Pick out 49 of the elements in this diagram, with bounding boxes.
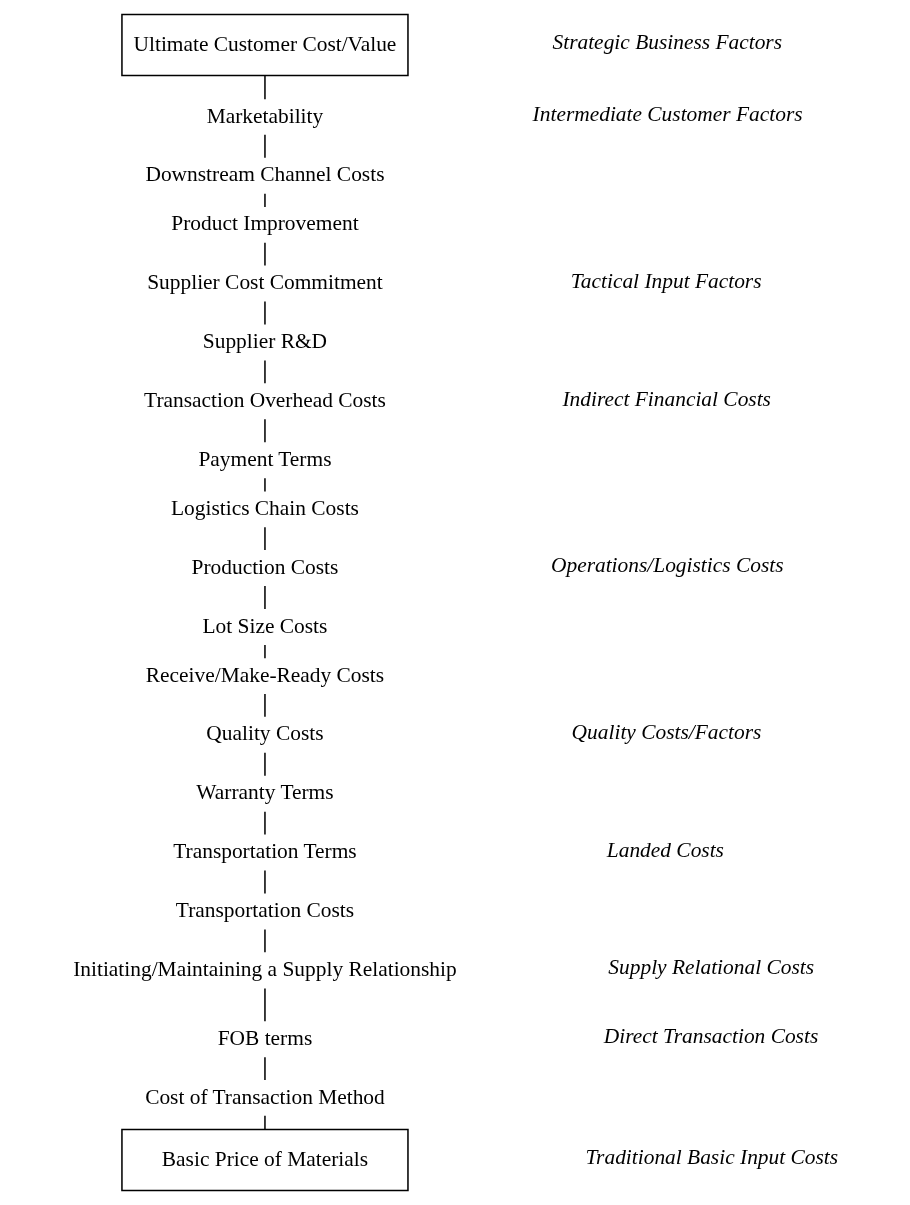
node-box: Ultimate Customer Cost/Value (121, 13, 409, 77)
node-text: Transportation Costs (175, 898, 355, 923)
label: Landed Costs (606, 837, 724, 862)
node-text: FOB terms (217, 1025, 313, 1050)
label: Traditional Basic Input Costs (585, 1145, 839, 1170)
label: Indirect Financial Costs (562, 386, 771, 411)
label: Tactical Input Factors (570, 268, 762, 293)
node-box: Basic Price of Materials (121, 1128, 409, 1192)
connector (264, 526, 266, 551)
node-text: Product Improvement (171, 211, 359, 236)
connector (264, 752, 266, 777)
connector (264, 74, 266, 100)
connector (264, 1114, 266, 1131)
connector (264, 810, 266, 836)
connector (264, 1056, 266, 1081)
label: Direct Transaction Costs (603, 1024, 819, 1049)
connector (264, 869, 266, 895)
node-text: Cost of Transaction Method (145, 1084, 385, 1109)
connector (264, 928, 266, 954)
node-text: Production Costs (191, 554, 339, 579)
node-text: Transportation Terms (173, 839, 357, 864)
connector (264, 300, 266, 326)
connector (264, 987, 266, 1023)
node-text: Quality Costs (206, 721, 324, 746)
label: Intermediate Customer Factors (532, 102, 803, 127)
connector (264, 418, 266, 443)
connector (264, 134, 266, 159)
connector (264, 241, 266, 267)
label: Supply Relational Costs (608, 955, 815, 980)
connector (264, 193, 266, 208)
node-text: Initiating/Maintaining a Supply Relationship (73, 957, 457, 982)
node-text: Payment Terms (198, 446, 332, 471)
node-text: Transaction Overhead Costs (144, 388, 386, 413)
connector (264, 359, 266, 385)
node-text: Logistics Chain Costs (171, 495, 359, 520)
label: Operations/Logistics Costs (550, 553, 784, 578)
connector (264, 585, 266, 610)
node-text: Marketability (206, 103, 324, 128)
node-text: Supplier Cost Commitment (147, 270, 383, 295)
label: Strategic Business Factors (552, 30, 783, 55)
label: Quality Costs/Factors (571, 719, 762, 744)
node-text: Receive/Make-Ready Costs (145, 662, 385, 687)
node-text: Supplier R&D (202, 329, 328, 354)
connector (264, 644, 266, 660)
connector (264, 693, 266, 718)
node-text: Downstream Channel Costs (145, 162, 385, 187)
node-text: Warranty Terms (196, 780, 334, 805)
node-text: Lot Size Costs (202, 613, 328, 638)
connector (264, 477, 266, 493)
